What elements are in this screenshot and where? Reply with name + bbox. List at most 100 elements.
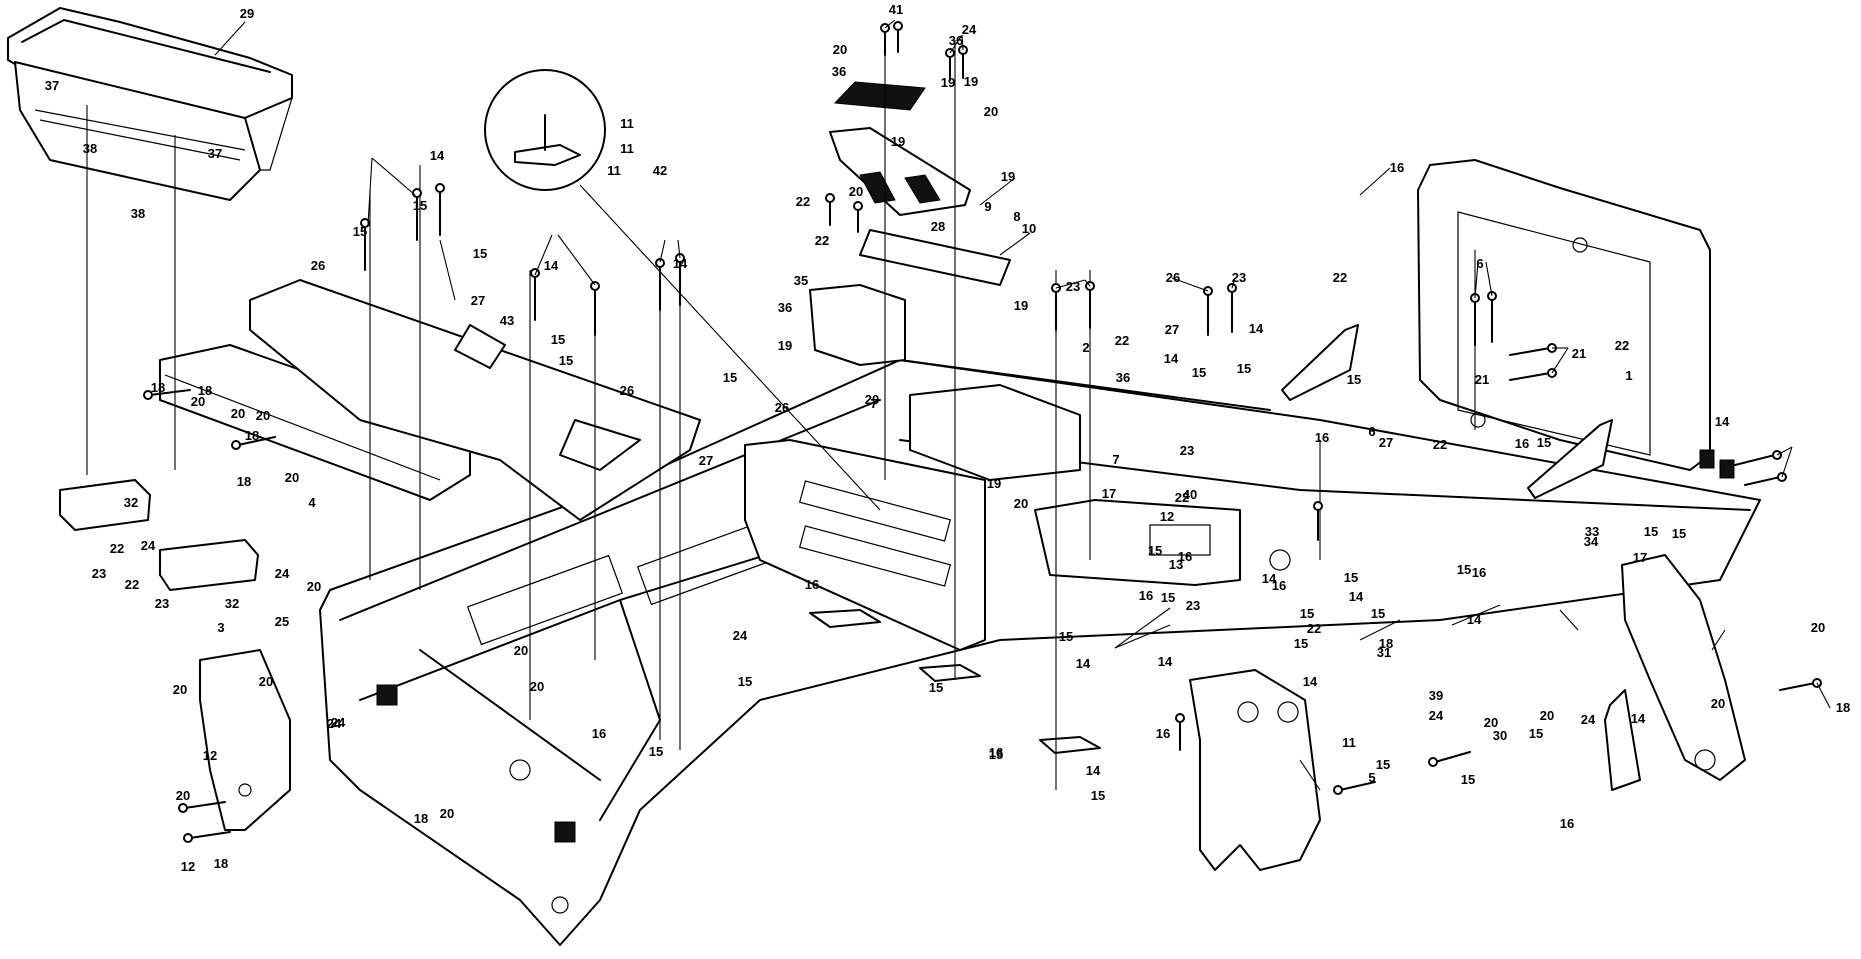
callout-number: 18	[245, 428, 259, 443]
callout-number: 14	[1303, 674, 1318, 689]
callout-number: 33	[1585, 524, 1599, 539]
callout-number: 20	[865, 392, 879, 407]
cross-beam-part[interactable]	[159, 344, 471, 501]
callout-number: 15	[551, 332, 565, 347]
callout-number: 26	[311, 258, 325, 273]
toolbox-part[interactable]	[7, 7, 293, 201]
bolts	[143, 21, 1822, 843]
callout-number: 14	[1349, 589, 1364, 604]
callout-number: 5	[1368, 770, 1375, 785]
center-box-part[interactable]	[1034, 499, 1241, 586]
callout-number: 37	[45, 78, 59, 93]
callout-number: 42	[653, 163, 667, 178]
callout-number: 17	[1102, 486, 1116, 501]
callout-number: 11	[620, 141, 634, 156]
callout-number: 15	[738, 674, 752, 689]
small-brackets-part[interactable]	[59, 479, 259, 591]
callout-number: 35	[794, 273, 808, 288]
callout-number: 19	[964, 74, 978, 89]
callout-number: 16	[0, 0, 7, 3]
callout-number: 15	[1376, 757, 1390, 772]
callout-number: 21	[1572, 346, 1586, 361]
callout-number: 16	[1315, 430, 1329, 445]
callout-number: 15	[1300, 606, 1314, 621]
callout-number: 29	[240, 6, 254, 21]
callout-number: 20	[285, 470, 299, 485]
hitch-arm-part[interactable]	[1604, 554, 1746, 791]
callout-number: 26	[775, 400, 789, 415]
callout-number: 20	[530, 679, 544, 694]
callout-number: 20	[231, 406, 245, 421]
callout-number: 12	[203, 748, 217, 763]
callout-number: 26	[1166, 270, 1180, 285]
spacer-blocks-part[interactable]	[809, 284, 1081, 481]
callout-number: 15	[473, 246, 487, 261]
callout-number: 16	[1156, 726, 1170, 741]
side-member-part[interactable]	[744, 439, 986, 651]
callout-number: 16	[989, 745, 1003, 760]
callout-number: 14	[1076, 656, 1091, 671]
callout-number: 15	[1672, 526, 1686, 541]
callout-number: 3	[217, 620, 224, 635]
callout-number: 23	[1180, 443, 1194, 458]
callout-number: 14	[1158, 654, 1173, 669]
straps-part[interactable]	[809, 609, 1101, 754]
callout-number: 32	[225, 596, 239, 611]
callout-number: 7	[1112, 452, 1119, 467]
callout-number: 20	[1484, 715, 1498, 730]
callout-number: 15	[1644, 524, 1658, 539]
callout-number: 14	[1262, 571, 1277, 586]
callout-number: 15	[1347, 372, 1361, 387]
callout-number: 22	[796, 194, 810, 209]
callout-number: 36	[949, 33, 963, 48]
callout-number: 22	[1333, 270, 1347, 285]
callout-number: 27	[699, 453, 713, 468]
callout-number: 15	[1371, 606, 1385, 621]
callout-number: 15	[1237, 361, 1251, 376]
top-shield-part[interactable]	[249, 279, 701, 521]
callout-number: 22	[110, 541, 124, 556]
callout-number: 15	[1461, 772, 1475, 787]
callout-number: 16	[1390, 160, 1404, 175]
callout-number: 27	[1165, 322, 1179, 337]
right-bracket-part[interactable]	[1189, 669, 1321, 871]
callout-number: 20	[307, 579, 321, 594]
callout-number: 20	[176, 788, 190, 803]
callout-number: 15	[649, 744, 663, 759]
rear-plate-part[interactable]	[1417, 159, 1711, 471]
callout-number: 20	[440, 806, 454, 821]
callout-number: 20	[849, 184, 863, 199]
callout-number: 27	[471, 293, 485, 308]
callout-number: 7	[870, 396, 877, 411]
callout-number: 18	[1836, 700, 1850, 715]
callout-number: 13	[1169, 557, 1183, 572]
callout-number: 21	[1475, 372, 1489, 387]
callout-number: 37	[208, 146, 222, 161]
callout-number: 27	[1379, 435, 1393, 450]
callout-number: 6	[1368, 424, 1375, 439]
callout-number: 16	[1560, 816, 1574, 831]
callout-number: 24	[327, 716, 342, 731]
gusset-plates-part[interactable]	[1281, 324, 1613, 499]
callout-number: 34	[1584, 534, 1599, 549]
callout-number: 20	[259, 674, 273, 689]
callout-number: 36	[1116, 370, 1130, 385]
callout-number: 25	[275, 614, 289, 629]
callout-number: 15	[1091, 788, 1105, 803]
callout-number: 22	[1615, 338, 1629, 353]
callout-number: 15	[1294, 636, 1308, 651]
pedal-bracket-part[interactable]	[829, 81, 1011, 286]
callout-number: 14	[673, 256, 688, 271]
callout-number: 14	[1715, 414, 1730, 429]
callout-number: 20	[833, 42, 847, 57]
left-hitch-plate-part[interactable]	[199, 649, 291, 831]
callout-number: 40	[1183, 487, 1197, 502]
callout-number: 20	[984, 104, 998, 119]
callout-number: 32	[124, 495, 138, 510]
callout-number: 24	[141, 538, 156, 553]
callout-number: 16	[1272, 578, 1286, 593]
reflectors-part	[376, 449, 1735, 843]
callout-number: 15	[413, 198, 427, 213]
callout-number: 22	[1115, 333, 1129, 348]
